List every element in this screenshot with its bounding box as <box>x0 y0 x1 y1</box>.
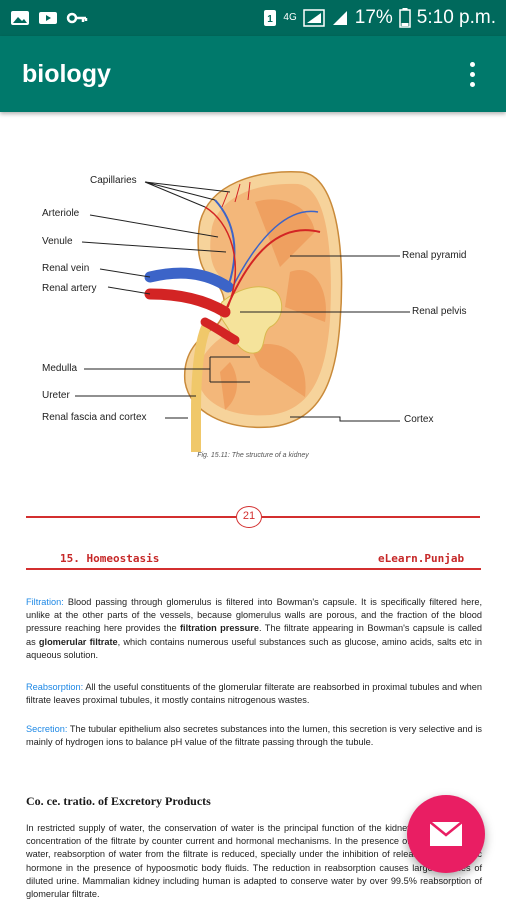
label-ureter: Ureter <box>42 390 70 401</box>
kidney-figure: Capillaries Arteriole Venule Renal vein … <box>0 112 506 467</box>
system-icons: 1 4G 17% 5:10 p.m. <box>263 7 496 29</box>
document-page[interactable]: Capillaries Arteriole Venule Renal vein … <box>0 112 506 900</box>
section-heading: Co. ce. tratio. of Excretory Products <box>26 794 211 808</box>
filtration-paragraph: Filtration: Blood passing through glomer… <box>26 596 482 662</box>
label-renal-vein: Renal vein <box>42 263 90 274</box>
label-medulla: Medulla <box>42 363 78 374</box>
secretion-paragraph: Secretion: The tubular epithelium also s… <box>26 723 482 749</box>
label-arteriole: Arteriole <box>42 208 80 219</box>
reabsorption-text: All the useful constituents of the glome… <box>26 682 482 706</box>
secretion-text: The tubular epithelium also secretes sub… <box>26 724 482 748</box>
label-renal-pelvis: Renal pelvis <box>412 306 467 317</box>
kidney-diagram <box>75 171 410 452</box>
app-bar: biology <box>0 36 506 112</box>
filtration-text-1: Blood passing through glomerulus is filt… <box>26 597 482 634</box>
status-bar: 1 4G 17% 5:10 p.m. <box>0 0 506 36</box>
page-number: 21 <box>236 506 262 528</box>
app-title: biology <box>22 59 111 88</box>
battery-percent: 17% <box>354 7 393 28</box>
notification-badge-icon: 1 <box>264 10 277 26</box>
label-cortex: Cortex <box>404 414 434 425</box>
video-icon <box>39 12 57 24</box>
concentration-paragraph: In restricted supply of water, the conse… <box>26 823 482 900</box>
glomerular-filtrate-term: glomerular filtrate <box>38 636 118 647</box>
filtration-text-3: , which contains numerous useful substan… <box>26 636 482 660</box>
secretion-term: Secretion: <box>26 724 68 734</box>
page-rule-left <box>26 516 236 518</box>
signal-icon-2 <box>332 11 347 25</box>
reabsorption-paragraph: Reabsorption: All the useful constituent… <box>26 681 482 707</box>
brand-label: eLearn.Punjab <box>378 552 465 565</box>
signal-icon <box>303 9 325 27</box>
notification-icons <box>10 9 88 27</box>
chapter-title: 15. Homeostasis <box>60 552 160 565</box>
figure-caption: Fig. 15.11: The structure of a kidney <box>197 452 309 459</box>
filtration-pressure-term: filtration pressure <box>179 623 259 634</box>
filtration-text-2: . The filtrate appearing in Bowman's cap… <box>26 623 482 647</box>
clock: 5:10 p.m. <box>416 7 496 28</box>
battery-icon <box>399 8 411 28</box>
email-fab-button[interactable] <box>407 795 485 873</box>
chapter-rule <box>26 568 481 570</box>
overflow-menu-icon[interactable] <box>460 59 484 89</box>
label-capillaries: Capillaries <box>90 175 137 186</box>
label-venule: Venule <box>42 236 73 247</box>
reabsorption-term: Reabsorption: <box>26 682 84 692</box>
network-type: 4G <box>283 12 297 23</box>
key-icon <box>66 12 88 24</box>
filtration-term: Filtration: <box>26 597 64 607</box>
mail-icon <box>429 821 463 846</box>
svg-text:1: 1 <box>268 14 274 25</box>
image-icon <box>11 11 29 25</box>
label-renal-artery: Renal artery <box>42 283 97 294</box>
label-renal-fascia: Renal fascia and cortex <box>42 412 147 423</box>
page-rule-right <box>262 516 480 518</box>
label-renal-pyramid: Renal pyramid <box>402 250 467 261</box>
